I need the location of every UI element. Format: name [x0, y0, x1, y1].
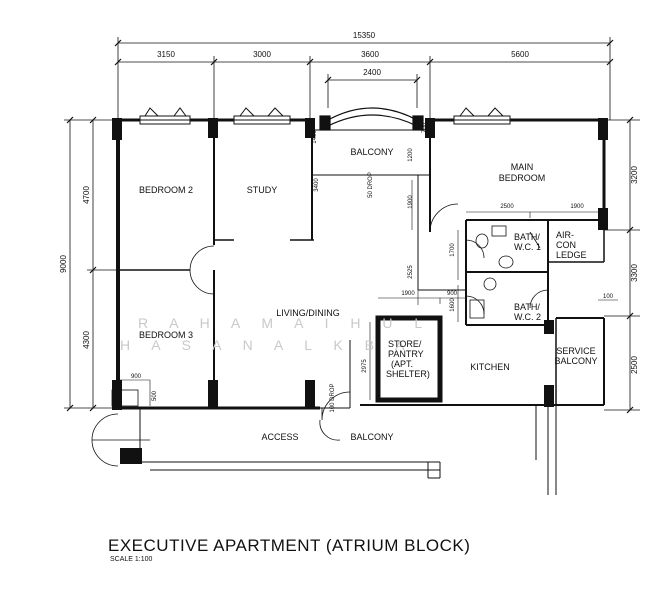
room-store-line-2: PANTRY [388, 349, 424, 359]
dim-balcony-side-right: 700 [422, 122, 428, 133]
room-service-balcony-line-1: SERVICE [556, 346, 595, 356]
dimension-ticks [66, 39, 634, 414]
drawing-scale: SCALE 1:100 [110, 556, 153, 563]
watermark-line-1: R A H A M A I H U L [138, 315, 431, 331]
dim-left-2: 4300 [82, 331, 91, 349]
dim-bath-1700: 1700 [450, 243, 456, 257]
dim-balcony-width: 2400 [363, 68, 381, 77]
room-bedroom-3: BEDROOM 3 [139, 330, 193, 340]
room-bath-2-line-2: W.C. 2 [514, 312, 541, 322]
room-aircon-line-1: AIR- [556, 230, 574, 240]
dim-study-3400: 3400 [314, 178, 320, 192]
room-aircon-line-3: LEDGE [556, 250, 587, 260]
drop-label-top: 50 DROP [368, 172, 374, 198]
dim-balcony-side-left: 1400 [312, 130, 318, 144]
room-bath-1-line-2: W.C. 1 [514, 242, 541, 252]
dim-top-2: 3000 [253, 50, 271, 59]
dim-right-1: 3200 [630, 166, 639, 184]
room-bath-2-line-1: BATH/ [514, 302, 540, 312]
dim-top-3: 3600 [361, 50, 379, 59]
room-main-bedroom-line-2: BEDROOM [499, 173, 546, 183]
dim-living-1900: 1900 [408, 195, 414, 209]
dim-bed3-500: 500 [152, 390, 158, 401]
room-kitchen: KITCHEN [470, 362, 510, 372]
room-access: ACCESS [261, 432, 298, 442]
balcony-arc [319, 107, 424, 131]
room-store-line-1: STORE/ [388, 339, 422, 349]
dim-bath-top-left: 2500 [500, 204, 514, 210]
dim-overall: 15350 [353, 31, 376, 40]
interior-dim-lines [118, 180, 618, 406]
room-bedroom-2: BEDROOM 2 [139, 185, 193, 195]
dim-living-2525: 2525 [408, 265, 414, 279]
dim-balcony-depth: 1200 [408, 148, 414, 162]
dim-top-4: 5600 [511, 50, 529, 59]
dim-top-1: 3150 [157, 50, 175, 59]
dim-service-100: 100 [603, 294, 614, 300]
room-store-line-4: SHELTER) [386, 369, 430, 379]
dim-left-1: 4700 [82, 186, 91, 204]
dim-living-2975: 2975 [362, 359, 368, 373]
drop-label-bottom: 100 DROP [330, 383, 336, 412]
bathroom-fixtures [111, 225, 541, 407]
room-living-dining: LIVING/DINING [276, 308, 340, 318]
dim-right-2: 3300 [630, 264, 639, 282]
windows [139, 107, 511, 125]
watermark-line-2: H A S A N A L K B A [120, 337, 413, 353]
room-aircon-line-2: CON [556, 240, 576, 250]
dim-store-1900: 1900 [401, 291, 415, 297]
dimension-lines [64, 37, 640, 411]
room-service-balcony-line-2: BALCONY [554, 356, 597, 366]
dim-right-3: 2500 [630, 356, 639, 374]
dim-left-overall: 9000 [59, 255, 68, 273]
dim-bath-1600: 1600 [450, 298, 456, 312]
room-store-line-3: (APT. [391, 359, 413, 369]
room-balcony: BALCONY [350, 147, 393, 157]
room-bath-1-line-1: BATH/ [514, 232, 540, 242]
room-access-balcony: BALCONY [350, 432, 393, 442]
dim-store-900: 900 [447, 291, 458, 297]
room-main-bedroom-line-1: MAIN [511, 162, 534, 172]
room-study: STUDY [247, 185, 278, 195]
dim-bed3-900: 900 [131, 374, 142, 380]
dim-bath-top-right: 1900 [570, 204, 584, 210]
wall-columns [112, 118, 608, 464]
drawing-title: EXECUTIVE APARTMENT (ATRIUM BLOCK) [108, 536, 471, 555]
